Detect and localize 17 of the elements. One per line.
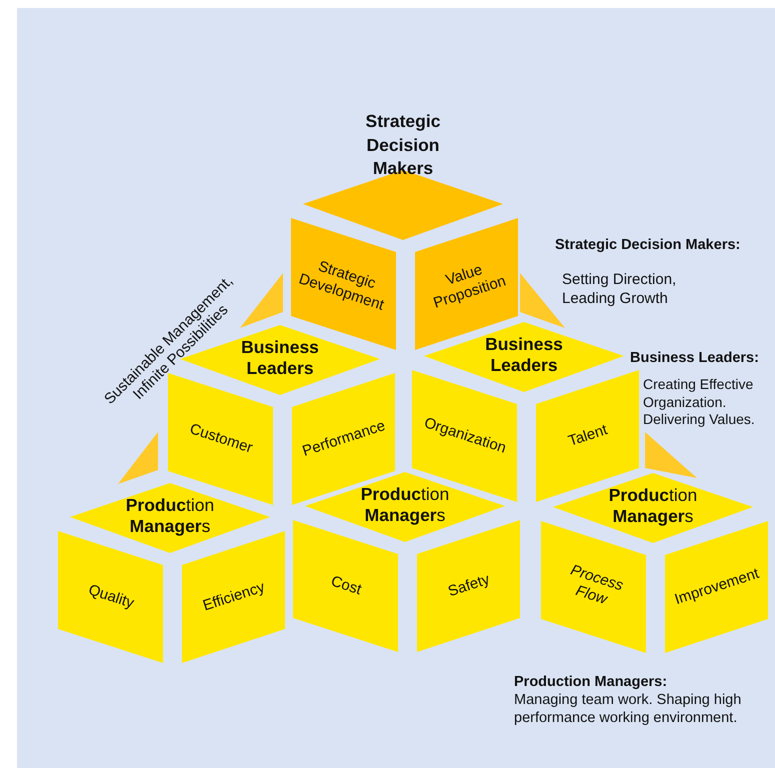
- tier-label: Business Leaders: [240, 337, 320, 379]
- tier-label: Strategic Decision Makers: [364, 110, 442, 180]
- tier-label: Production Managers: [608, 485, 698, 527]
- face-label: Safety: [444, 570, 492, 602]
- face-label: Process Flow: [567, 560, 626, 610]
- description-heading: Production Managers:: [514, 673, 668, 692]
- tier-label: Production Managers: [124, 495, 216, 537]
- description-heading: Business Leaders:: [630, 349, 760, 368]
- description-heading: Strategic Decision Makers:: [555, 236, 742, 254]
- face-label: Cost: [327, 572, 364, 600]
- face-label: Quality: [84, 580, 136, 614]
- tier-label: Production Managers: [360, 484, 450, 526]
- description-text: Setting Direction, Leading Growth: [562, 271, 678, 308]
- tier-label: Business Leaders: [484, 334, 564, 376]
- description-text: Creating Effective Organization. Delivering Values.: [643, 376, 756, 428]
- description-text: Managing team work. Shaping high performance working environment.: [514, 691, 742, 728]
- face-label: Talent: [564, 420, 610, 452]
